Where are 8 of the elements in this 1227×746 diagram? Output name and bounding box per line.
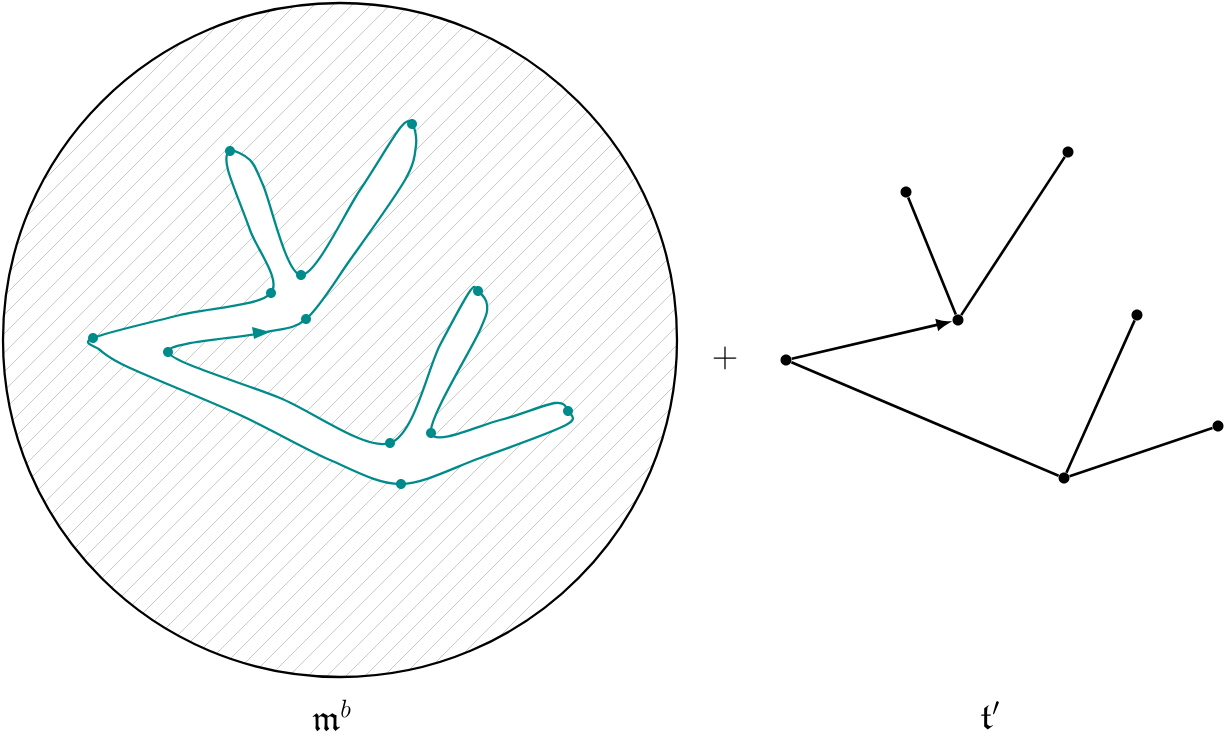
tree-edge xyxy=(1065,319,1136,474)
tree-edge xyxy=(907,196,958,316)
plus-sign: $+$ xyxy=(713,346,737,370)
tree-edge xyxy=(790,361,1060,477)
tree-edge xyxy=(960,156,1066,316)
map-label: $\mathfrak{m}^b$ xyxy=(312,699,351,732)
tree-label: $\mathfrak{t}'$ xyxy=(980,701,999,730)
tree-edge xyxy=(1069,426,1213,478)
